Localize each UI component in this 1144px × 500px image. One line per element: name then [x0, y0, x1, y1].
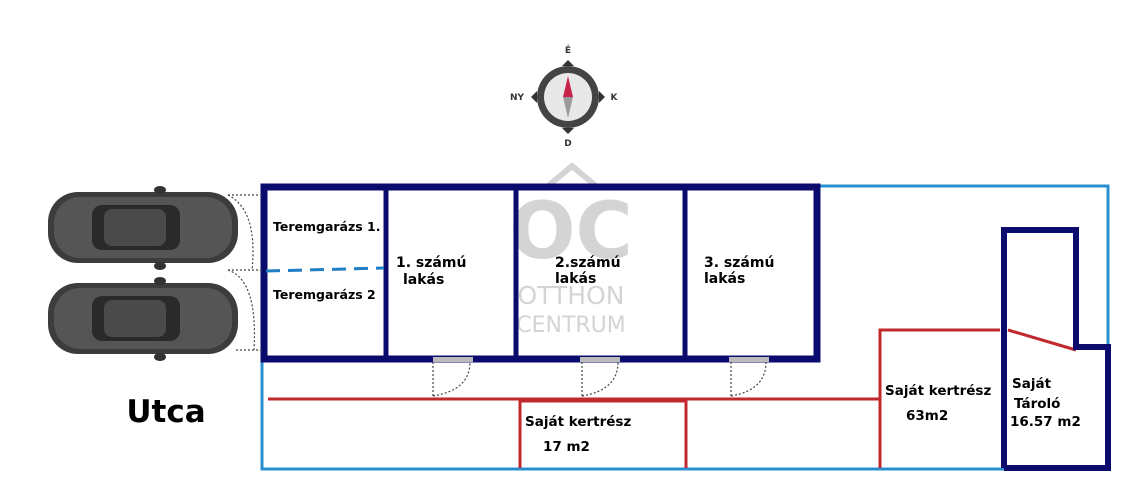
flat1-label-line1: 1. számú [396, 255, 466, 271]
garden-large-line1: Saját kertrész [885, 383, 991, 399]
garage-divider [265, 266, 385, 273]
garden-lines [268, 328, 1077, 468]
compass-south: D [564, 139, 571, 149]
watermark-mark: OC [509, 187, 633, 277]
watermark-line1: OTTHON [518, 281, 625, 310]
flat2-label-line1: 2.számú [555, 255, 621, 271]
garage2-label: Teremgarázs 2 [273, 287, 376, 302]
watermark-roof [546, 162, 598, 189]
flat2-label-line2: lakás [555, 271, 596, 287]
storage-line2: Tároló [1014, 396, 1060, 412]
car-icon-top [48, 186, 238, 270]
garden-large-line2: 63m2 [906, 408, 948, 424]
compass-east: K [611, 93, 619, 103]
storage-line3: 16.57 m2 [1010, 414, 1081, 430]
street-label: Utca [126, 394, 205, 430]
garden-small-line1: Saját kertrész [525, 414, 631, 430]
entry-doors [432, 357, 769, 397]
storage-outline [1001, 227, 1111, 471]
flat3-label-line2: lakás [704, 271, 745, 287]
compass-icon: É D NY K [510, 44, 619, 149]
room-labels: Teremgarázs 1. Teremgarázs 2 1. számú la… [273, 219, 1081, 455]
compass-west: NY [510, 93, 525, 103]
compass-north: É [565, 44, 571, 56]
flat1-label-line2: lakás [403, 272, 444, 288]
building-walls [260, 183, 821, 363]
garden-small-line2: 17 m2 [543, 439, 590, 455]
car-icon-bottom [48, 277, 238, 361]
garage1-label: Teremgarázs 1. [273, 219, 381, 234]
watermark: OC OTTHON CENTRUM [509, 162, 633, 338]
storage-line1: Saját [1012, 376, 1052, 392]
garage-doors [227, 194, 262, 351]
flat3-label-line1: 3. számú [704, 255, 774, 271]
watermark-line2: CENTRUM [516, 313, 626, 338]
